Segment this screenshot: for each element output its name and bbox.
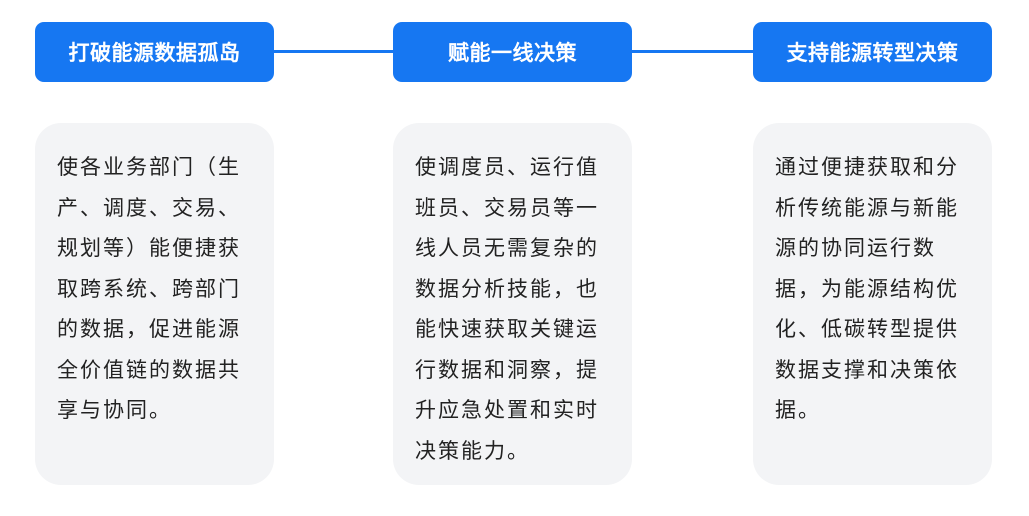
- header-support-transition: 支持能源转型决策: [753, 22, 992, 82]
- card-break-data-silos: 使各业务部门（生产、调度、交易、规划等）能便捷获取跨系统、跨部门的数据，促进能源…: [35, 123, 274, 485]
- card-body-text: 通过便捷获取和分析传统能源与新能源的协同运行数据，为能源结构优化、低碳转型提供数…: [775, 155, 959, 422]
- header-title: 支持能源转型决策: [786, 41, 959, 65]
- card-body-text: 使调度员、运行值班员、交易员等一线人员无需复杂的数据分析技能，也能快速获取关键运…: [415, 155, 599, 463]
- header-break-data-silos: 打破能源数据孤岛: [35, 22, 274, 82]
- header-title: 赋能一线决策: [448, 41, 577, 65]
- card-body-text: 使各业务部门（生产、调度、交易、规划等）能便捷获取跨系统、跨部门的数据，促进能源…: [57, 155, 241, 422]
- card-empower-frontline: 使调度员、运行值班员、交易员等一线人员无需复杂的数据分析技能，也能快速获取关键运…: [393, 123, 632, 485]
- connector-line-2: [632, 50, 753, 53]
- connector-line-1: [274, 50, 393, 53]
- header-title: 打破能源数据孤岛: [68, 41, 241, 65]
- header-empower-frontline: 赋能一线决策: [393, 22, 632, 82]
- card-support-transition: 通过便捷获取和分析传统能源与新能源的协同运行数据，为能源结构优化、低碳转型提供数…: [753, 123, 992, 485]
